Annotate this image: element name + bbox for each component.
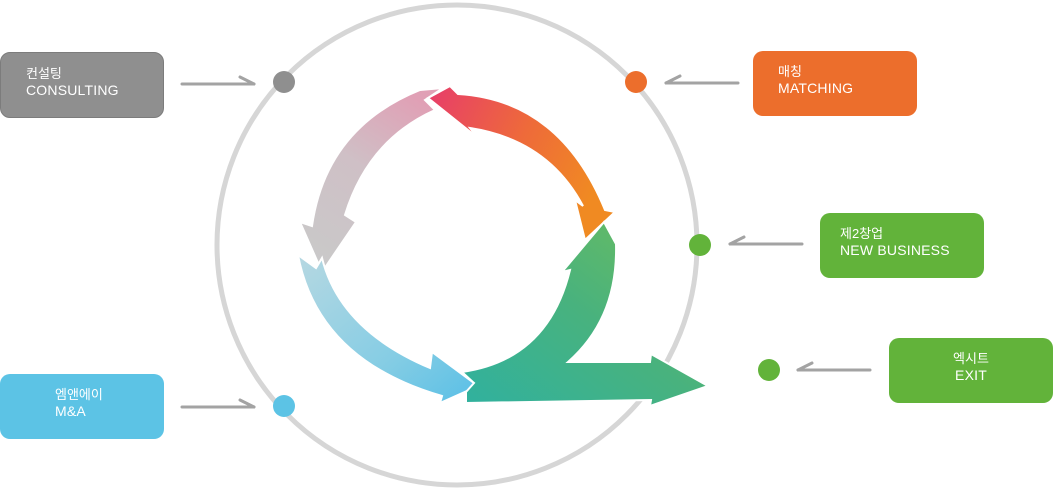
exit-box: 엑시트 EXIT (889, 338, 1053, 403)
cycle-arrow-bottom-left (296, 252, 480, 405)
exit-en-label: EXIT (955, 367, 987, 383)
mna-box: 엠앤에이 M&A (0, 374, 164, 439)
consulting-en-label: CONSULTING (26, 82, 119, 98)
new-business-en-label: NEW BUSINESS (840, 242, 950, 258)
mna-connector-arrow (180, 398, 256, 409)
mna-kr-label: 엠앤에이 (55, 387, 103, 402)
exit-connector-arrow (796, 361, 872, 372)
consulting-box: 컨설팅 CONSULTING (0, 52, 164, 118)
new-business-connector-arrow (728, 235, 804, 246)
exit-dot (758, 359, 780, 381)
cycle-arrow-left (298, 87, 444, 275)
matching-en-label: MATCHING (778, 80, 854, 96)
matching-connector-arrow (664, 74, 740, 85)
matching-dot (625, 71, 647, 93)
consulting-kr-label: 컨설팅 (26, 66, 62, 81)
new-business-kr-label: 제2창업 (840, 226, 884, 241)
new-business-box: 제2창업 NEW BUSINESS (820, 213, 984, 278)
matching-box: 매칭 MATCHING (753, 51, 917, 116)
cycle-arrow-top (426, 84, 618, 242)
mna-dot (273, 395, 295, 417)
mna-en-label: M&A (55, 403, 86, 419)
exit-kr-label: 엑시트 (953, 351, 989, 366)
matching-kr-label: 매칭 (778, 64, 802, 79)
consulting-dot (273, 71, 295, 93)
consulting-connector-arrow (180, 75, 256, 86)
new-business-dot (689, 234, 711, 256)
cycle-arrow-right (459, 220, 711, 408)
